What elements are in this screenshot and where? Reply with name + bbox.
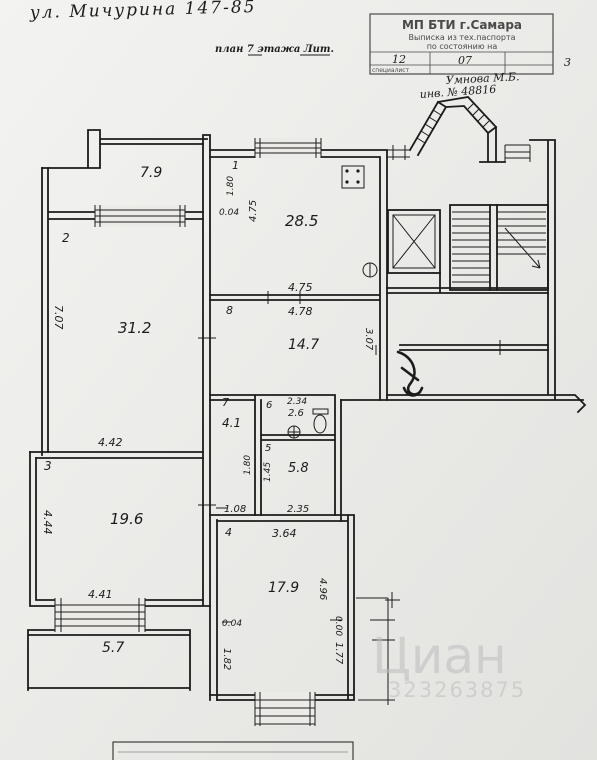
door-swing-icon xyxy=(362,262,378,278)
room-3-dim: 4.41 xyxy=(88,588,113,601)
room-8-number: 8 xyxy=(226,304,233,317)
window-room-1 xyxy=(254,138,322,158)
room-6-number: 6 xyxy=(266,400,272,411)
room-8-dim: 3.07 xyxy=(363,328,374,351)
sheet-number: 3 xyxy=(564,56,571,69)
room-8-area: 14.7 xyxy=(288,337,319,353)
window-stair-top-right xyxy=(504,144,531,162)
room-3-number: 3 xyxy=(44,459,52,473)
stamp-specialist-label: специалист xyxy=(372,67,410,74)
room-1-area: 28.5 xyxy=(285,212,318,230)
room-5-dim: 1.45 xyxy=(263,462,273,482)
room-4-area: 17.9 xyxy=(268,580,299,596)
stamp-extract-line: Выписка из тех.паспорта xyxy=(408,33,515,42)
room-4-dim: 0.00 xyxy=(333,616,343,636)
stamp-grid xyxy=(370,51,553,74)
room-2-dim: 4.42 xyxy=(98,436,123,449)
stamp-date-day: 12 xyxy=(392,53,406,66)
room-5-number: 5 xyxy=(265,443,271,454)
balcony-2-area: 5.7 xyxy=(102,640,124,656)
room-5-area: 5.8 xyxy=(288,461,309,476)
elevator-shaft xyxy=(387,209,441,274)
stamp-date-month: 07 xyxy=(458,54,472,67)
room-1-dim: 4.75 xyxy=(248,200,259,222)
walls xyxy=(27,129,587,701)
bti-stamp: МП БТИ г.Самара Выписка из тех.паспорта … xyxy=(369,13,554,75)
room-1-dim: 1.80 xyxy=(226,176,236,196)
room-4-dim: 4.96 xyxy=(317,578,328,600)
dimension-ticks xyxy=(198,291,501,623)
window-stair-top-left xyxy=(387,145,410,160)
balcony-1-area: 7.9 xyxy=(140,165,162,181)
stamp-frame xyxy=(369,13,554,75)
room-1-number: 1 xyxy=(232,159,239,172)
room-4-dim: 0.04 xyxy=(222,619,242,629)
watermark-brand: Циан xyxy=(372,627,507,685)
entry-vestibule xyxy=(356,592,400,705)
stair-direction-arrow-icon xyxy=(504,227,541,269)
room-1-dim: 4.75 xyxy=(288,281,313,294)
room-5-dim: 1.08 xyxy=(224,504,246,515)
room-6-area: 2.6 xyxy=(288,408,304,419)
specialist-name: Умнова М.Б. xyxy=(445,70,519,87)
stove-icon xyxy=(341,165,365,189)
room-3-dim: 4.44 xyxy=(41,510,54,535)
room-2-area: 31.2 xyxy=(118,319,151,337)
room-4-dim: 3.64 xyxy=(272,527,297,540)
entrance-door-mark xyxy=(396,350,424,397)
toilet-icon xyxy=(312,408,329,434)
room-7-dim: 1.80 xyxy=(243,455,253,475)
plan-title: план 7 этажа Лит. xyxy=(215,44,334,55)
room-5-dim: 2.35 xyxy=(287,504,309,515)
room-7-area: 4.1 xyxy=(222,416,241,430)
room-6-dim: 2.34 xyxy=(287,397,307,407)
sink-icon xyxy=(287,425,301,439)
inventory-number: инв. № 48816 xyxy=(419,83,496,101)
window-room-2 xyxy=(94,205,186,227)
bottom-legend-box xyxy=(112,741,354,760)
room-4-dim: 1.82 xyxy=(221,648,232,670)
upper-staircase xyxy=(408,96,506,163)
room-8-dim: 4.78 xyxy=(288,305,313,318)
room-2-number: 2 xyxy=(62,231,70,245)
window-room-4 xyxy=(254,692,316,726)
stamp-as-of-line: по состоянию на xyxy=(427,42,498,51)
room-3-area: 19.6 xyxy=(110,510,143,528)
watermark-listing-id: 323263875 xyxy=(388,678,526,702)
room-1-dim: 0.04 xyxy=(219,208,239,218)
room-7-number: 7 xyxy=(222,396,229,409)
window-room-3 xyxy=(54,598,146,632)
stamp-organization: МП БТИ г.Самара xyxy=(402,18,522,32)
room-4-number: 4 xyxy=(225,526,232,539)
address-heading: ул. Мичурина 147-85 xyxy=(29,0,257,23)
main-staircase xyxy=(449,204,549,291)
room-4-dim: 1.77 xyxy=(333,642,344,665)
room-2-dim: 7.07 xyxy=(52,305,65,330)
